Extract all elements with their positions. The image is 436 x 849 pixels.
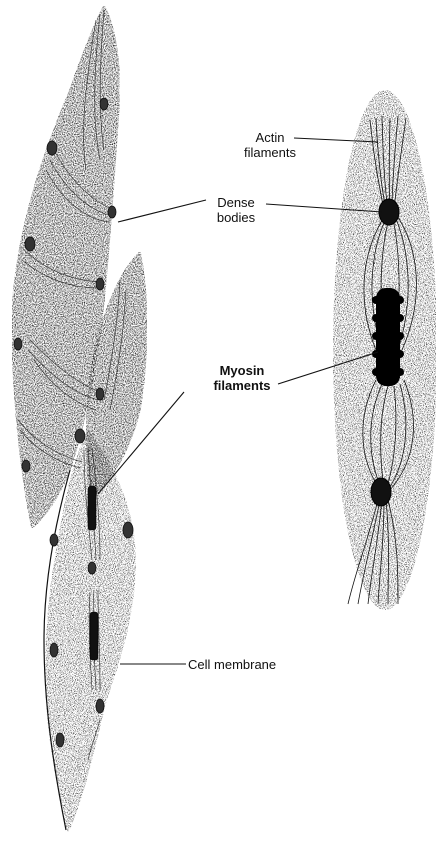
- label-actin-filaments: Actin filaments: [242, 130, 298, 160]
- label-dense-bodies: Dense bodies: [208, 195, 264, 225]
- myosin-filament-right: [372, 288, 404, 386]
- leader-dense-left: [118, 200, 206, 222]
- smooth-muscle-cells: [12, 6, 147, 832]
- label-myosin-filaments: Myosin filaments: [206, 363, 278, 393]
- filament-detail: [333, 90, 436, 610]
- label-cell-membrane: Cell membrane: [188, 657, 308, 672]
